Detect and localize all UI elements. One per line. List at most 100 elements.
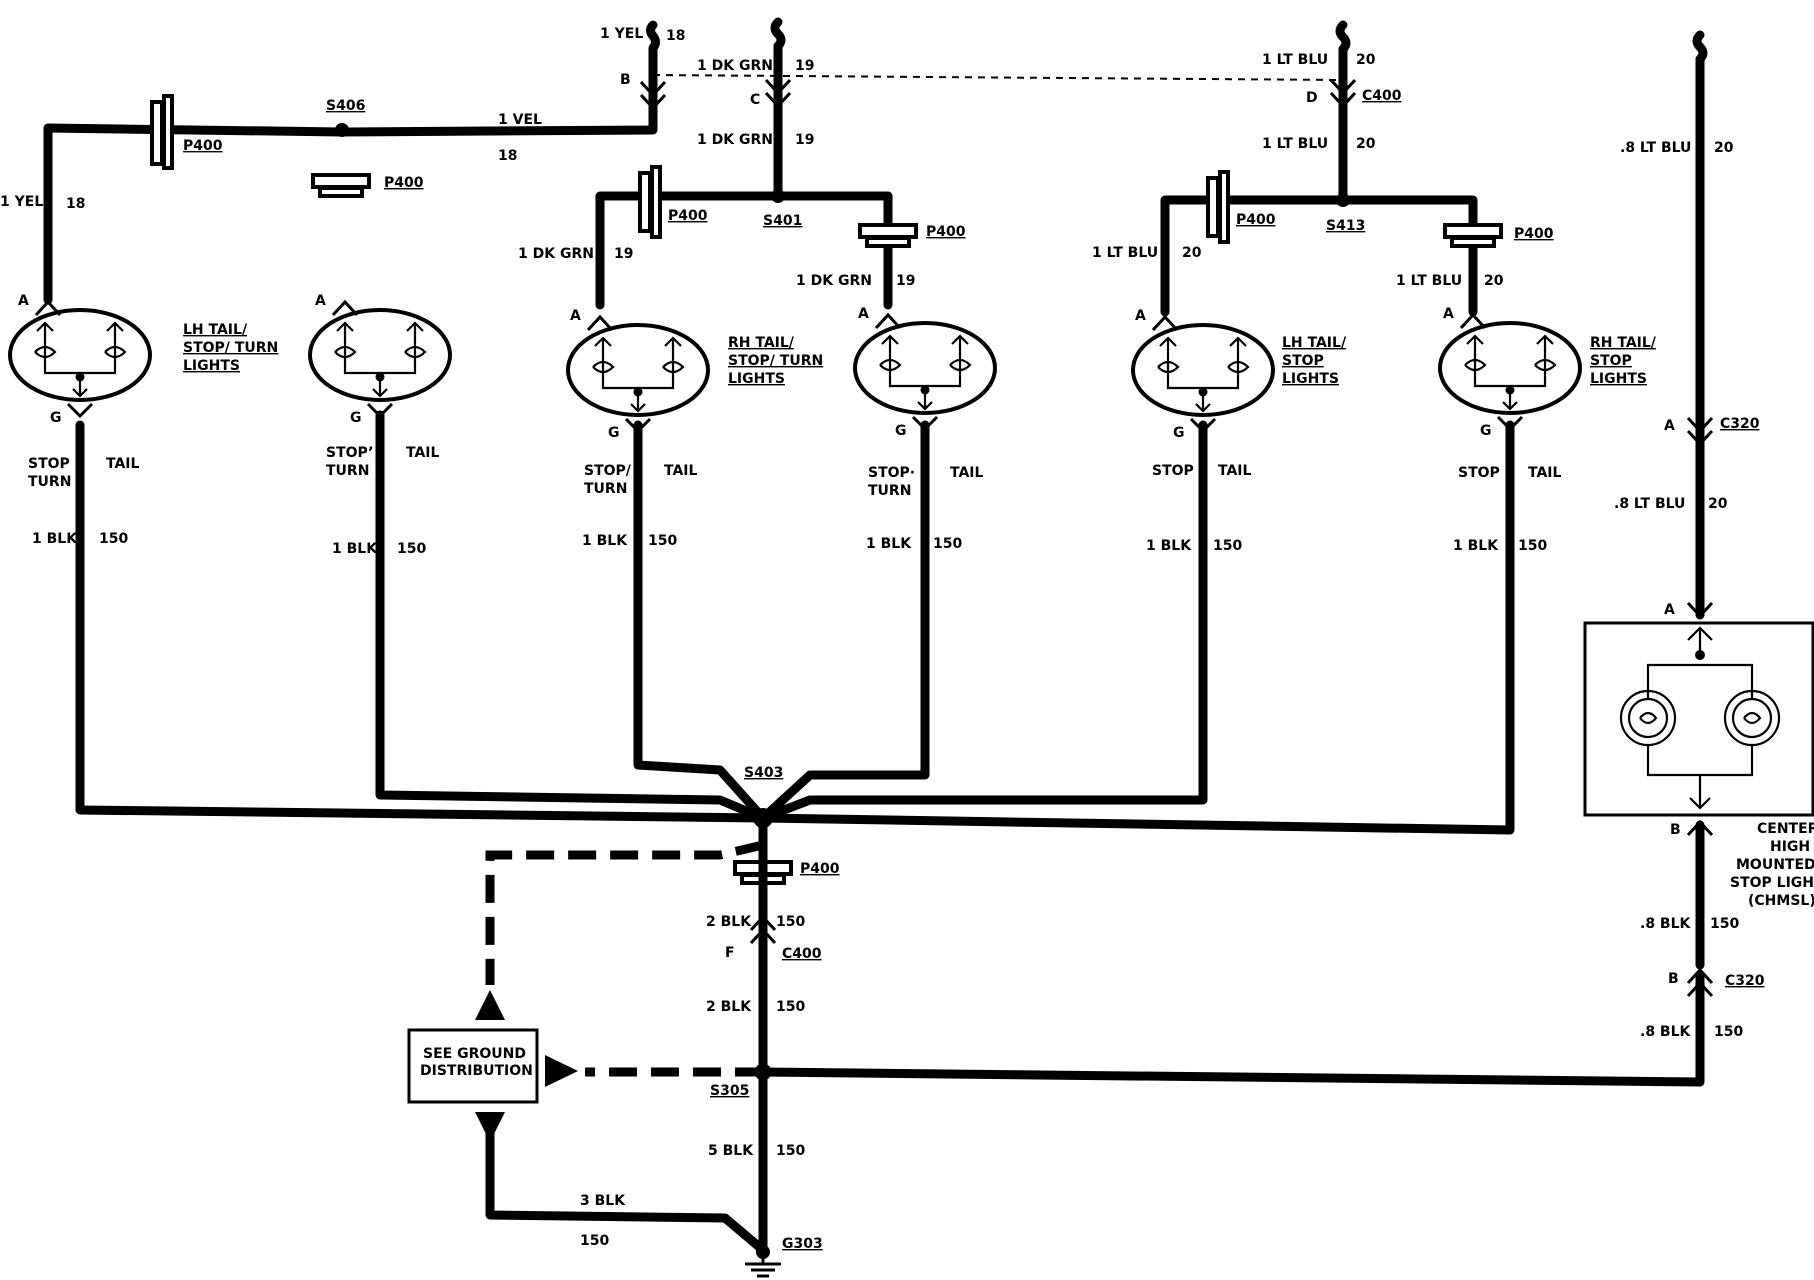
bulb-filament-right (104, 345, 127, 359)
p400-connector-5: P400 (1206, 170, 1276, 244)
top-blu-color: 1 LT BLU (1262, 52, 1328, 68)
lamp-title-line-3: LIGHTS (728, 371, 785, 387)
blu-left-color: 1 LT BLU (1092, 245, 1158, 261)
circuit-label-left-1: STOP (1152, 463, 1194, 479)
pin-a-terminal (874, 312, 902, 330)
c320-bot-cavity: B (1668, 971, 1679, 987)
lamp-filament-frame (1159, 336, 1247, 390)
grn-mid-circuit: 19 (795, 132, 814, 148)
ground-wire-color: 1 BLK (32, 531, 78, 547)
p400-connector-7: P400 (733, 860, 840, 885)
ground-g303: G303 (782, 1236, 823, 1252)
yel-left-circuit: 18 (66, 196, 85, 212)
bulb-filament-left (34, 345, 57, 359)
chmsl-pin-a: A (1664, 602, 1675, 618)
blu-mid-color: 1 LT BLU (1262, 136, 1328, 152)
arrow-down-icon (475, 1112, 505, 1142)
pin-g-label: G (50, 410, 62, 426)
ground-wire-circuit: 150 (933, 536, 962, 552)
top-grn-color: 1 DK GRN (697, 58, 773, 74)
ground-wire-color: 1 BLK (1146, 538, 1192, 554)
lamp-ground-arrow (917, 390, 933, 411)
pin-a-terminal (331, 299, 359, 317)
ground-distribution-box: SEE GROUND DISTRIBUTION (407, 990, 578, 1142)
yel-left-color: 1 YEL (0, 194, 43, 210)
c320-top-cavity: A (1664, 418, 1675, 434)
circuit-label-right: TAIL (1218, 463, 1252, 479)
c320-bot: C320 (1725, 973, 1765, 989)
bulb-filament-right (949, 358, 972, 372)
ground-wire-circuit: 150 (1518, 538, 1547, 554)
ground-wire-circuit: 150 (648, 533, 677, 549)
chmsl-gnd-color: .8 BLK (1640, 1024, 1692, 1040)
shielding-dashed-line (652, 74, 1344, 81)
splices: S406 S401 S413 S403 S305 (326, 98, 1365, 1099)
ground-wire-color: 1 BLK (1453, 538, 1499, 554)
p400-connector-3: P400 (638, 165, 708, 239)
circuit-label-right: TAIL (664, 463, 698, 479)
pin-a-terminal (586, 314, 614, 332)
circuit-label-right: TAIL (106, 456, 140, 472)
circuit-label-left-1: STOP (28, 456, 70, 472)
chmsl-assembly: B CENTER HIGH MOUNTED STOP LIGHT (CHMSL)… (1583, 621, 1814, 1040)
splice-s406: S406 (326, 98, 365, 114)
lamp-title-line-2: STOP (1282, 353, 1324, 369)
p400-connector-4: P400 (858, 223, 966, 248)
lamp-ground-arrow (630, 392, 646, 413)
lamp-title-line-3: LIGHTS (183, 358, 240, 374)
svg-text:P400: P400 (384, 175, 424, 191)
circuit-label-left-2: TURN (28, 474, 71, 490)
lamp-title-line-1: RH TAIL/ (1590, 335, 1657, 351)
splice-s413-dot (1336, 193, 1350, 207)
splice-s305: S305 (710, 1083, 749, 1099)
ground-box-line-1: SEE GROUND (423, 1046, 526, 1062)
svg-text:P400: P400 (183, 138, 223, 154)
circuit-label-left-2: TURN (868, 483, 911, 499)
circuit-label-right: TAIL (406, 445, 440, 461)
pin-g-label: G (895, 423, 907, 439)
pin-g-terminal (66, 402, 94, 419)
svg-text:P400: P400 (1514, 226, 1554, 242)
chmsl-top-circuit: 20 (1714, 140, 1734, 156)
splice-s401: S401 (763, 213, 802, 229)
top-blu-connector: C400 (1362, 88, 1402, 104)
svg-text:P400: P400 (926, 224, 966, 240)
pin-a-label: A (858, 306, 869, 322)
gnd-upper-color: 2 BLK (706, 914, 752, 930)
c400-ground-cavity: F (725, 945, 735, 961)
top-blu-circuit: 20 (1356, 52, 1376, 68)
pin-a-label: A (315, 293, 326, 309)
blu-mid-circuit: 20 (1356, 136, 1376, 152)
ground-box-line-2: DISTRIBUTION (420, 1063, 533, 1079)
circuit-label-left-1: STOP/ (584, 463, 632, 479)
chmsl-title-1: CENTER (1757, 821, 1814, 837)
circuit-label-left-1: STOP (1458, 465, 1500, 481)
lamp-filament-frame (881, 334, 969, 388)
ground-wire-color: 1 BLK (866, 536, 912, 552)
arrow-up-icon (475, 990, 505, 1020)
top-grn-cavity: C (750, 92, 760, 108)
splice-s406-dot (335, 123, 349, 137)
feed-wire-dk-green: 1 DK GRN 19 C 1 DK GRN 19 1 DK GRN 19 1 … (518, 17, 915, 310)
lamp-filament-frame (36, 321, 124, 375)
lamp-title-line-2: STOP/ TURN (183, 340, 278, 356)
pin-g-label: G (608, 425, 620, 441)
grn-right-color: 1 DK GRN (796, 273, 872, 289)
pin-a-label: A (570, 308, 581, 324)
chmsl-mid-circuit: 20 (1708, 496, 1728, 512)
ground-wire-circuit: 150 (1213, 538, 1242, 554)
splice-s403: S403 (744, 765, 783, 781)
bulb-filament-right (404, 345, 427, 359)
svg-text:P400: P400 (800, 861, 840, 877)
pin-g-label: G (350, 410, 362, 426)
gnd-mid-color: 2 BLK (706, 999, 752, 1015)
chmsl-title-5: (CHMSL) (1748, 893, 1814, 909)
circuit-label-left-2: TURN (326, 463, 369, 479)
pin-g-label: G (1480, 423, 1492, 439)
lamp-ground-arrow (1195, 392, 1211, 413)
gnd-mid-circuit: 150 (776, 999, 805, 1015)
